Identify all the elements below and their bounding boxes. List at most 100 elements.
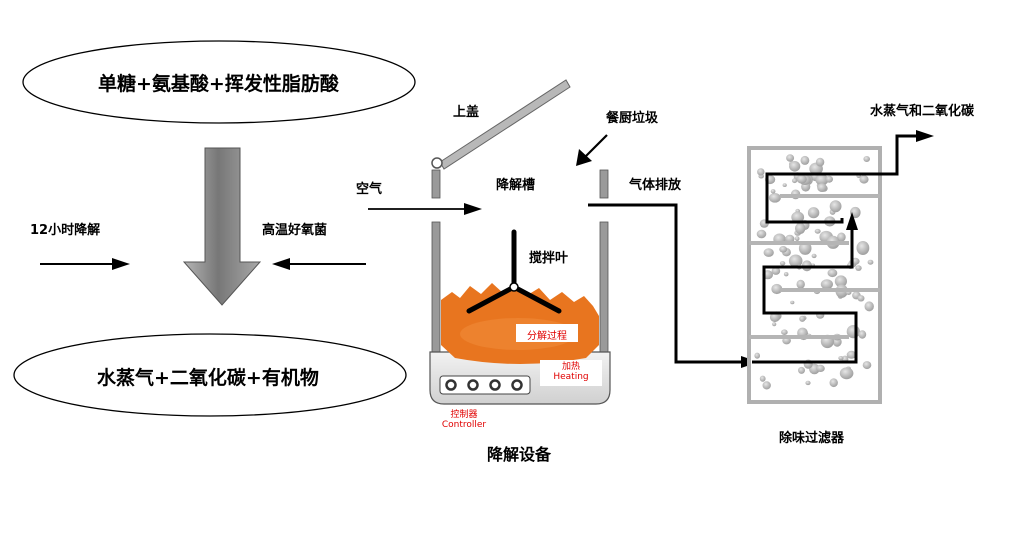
pebble — [829, 378, 838, 388]
controller-label: 控制器 Controller — [428, 410, 500, 430]
stirrer — [466, 229, 562, 314]
controller-label-en: Controller — [441, 420, 487, 430]
filter-box — [747, 146, 882, 404]
pebble — [815, 157, 825, 167]
pebble — [757, 168, 765, 176]
pebble — [829, 200, 842, 213]
air-label: 空气 — [356, 182, 383, 197]
filter-output-label: 水蒸气和二氧化碳 — [870, 104, 975, 119]
pebble — [800, 155, 810, 165]
pebble — [807, 207, 820, 219]
down-arrow-icon — [182, 147, 262, 306]
filter-caption: 除味过滤器 — [779, 431, 845, 446]
pebble — [771, 267, 781, 275]
pebble — [762, 381, 771, 390]
pebble — [763, 248, 774, 257]
lid-label: 上盖 — [453, 105, 480, 120]
pebble — [783, 272, 789, 277]
pebble — [790, 300, 795, 305]
filter-gas-path — [752, 226, 858, 364]
pebble — [754, 352, 760, 359]
pebble — [794, 236, 800, 242]
pebble — [772, 322, 777, 327]
tank-label: 降解槽 — [496, 178, 536, 193]
pebble — [817, 183, 827, 193]
controller-label-cn: 控制器 — [450, 410, 478, 420]
heating-label: 加热 Heating — [546, 362, 596, 382]
pebble — [789, 161, 801, 172]
process-box — [516, 324, 578, 342]
pebble — [857, 295, 865, 302]
pebble — [781, 329, 788, 336]
pebble — [796, 174, 807, 184]
pebble — [834, 275, 848, 288]
tank-wall-right — [599, 221, 609, 363]
right-arrow-icon — [40, 258, 130, 270]
pebble — [863, 156, 870, 162]
pebble — [792, 178, 798, 184]
pebble — [827, 268, 838, 278]
tank-wall-left — [431, 221, 441, 363]
top-ellipse-label: 单糖+氨基酸+挥发性脂肪酸 — [98, 73, 339, 95]
pebble — [864, 301, 874, 312]
pebble — [779, 261, 786, 266]
left-arrow-icon — [272, 258, 366, 270]
pebble — [795, 222, 806, 234]
degradation-time-label: 12小时降解 — [30, 223, 101, 238]
process-label: 分解过程 — [527, 331, 567, 342]
tank-wall-right-upper — [599, 169, 609, 199]
waste-input-arrow-icon — [576, 134, 608, 166]
pebble — [768, 193, 781, 203]
bottom-ellipse-label: 水蒸气+二氧化碳+有机物 — [97, 367, 319, 389]
pebble — [814, 228, 821, 234]
pebble — [867, 259, 874, 265]
pebble — [846, 350, 857, 359]
pebble — [839, 367, 854, 380]
tank-wall-left-upper — [431, 169, 441, 199]
control-knobs — [445, 379, 523, 391]
device-caption: 降解设备 — [487, 445, 552, 464]
pebble — [858, 330, 867, 339]
pebble — [770, 189, 776, 194]
pebble — [815, 174, 829, 186]
pebble — [771, 283, 783, 295]
pebble — [838, 356, 844, 361]
lid — [431, 79, 571, 170]
pebble — [759, 375, 766, 382]
pebble — [769, 312, 780, 323]
pebble — [785, 234, 795, 243]
air-inlet-arrow-icon — [368, 203, 482, 215]
pebble — [788, 254, 803, 268]
heating-label-en: Heating — [553, 372, 589, 382]
pebble — [805, 380, 811, 386]
pebble — [837, 232, 846, 242]
gas-exhaust-label: 气体排放 — [629, 178, 682, 193]
pebble — [855, 265, 862, 271]
pebble — [796, 279, 805, 289]
thermophilic-bacteria-label: 高温好氧菌 — [262, 223, 328, 238]
bottom-ellipse — [13, 333, 407, 417]
pebble — [856, 241, 870, 255]
control-panel — [439, 375, 531, 395]
pebble — [862, 361, 872, 370]
pebble — [782, 183, 787, 188]
pebble — [859, 175, 869, 184]
pebble — [820, 279, 834, 290]
pebble — [799, 315, 806, 322]
pebble — [811, 253, 817, 259]
pebble — [791, 211, 805, 223]
pebble — [779, 246, 788, 253]
pebble — [825, 175, 833, 183]
filter-baffles — [749, 194, 880, 339]
top-ellipse — [22, 40, 416, 124]
pebble — [816, 364, 825, 372]
heating-label-cn: 加热 — [561, 362, 580, 372]
food-waste-label: 餐厨垃圾 — [606, 111, 659, 126]
pebble — [756, 229, 767, 239]
pebble — [786, 154, 795, 162]
gas-pipe — [588, 203, 759, 368]
heating-box — [540, 360, 602, 386]
pebble — [798, 366, 805, 374]
